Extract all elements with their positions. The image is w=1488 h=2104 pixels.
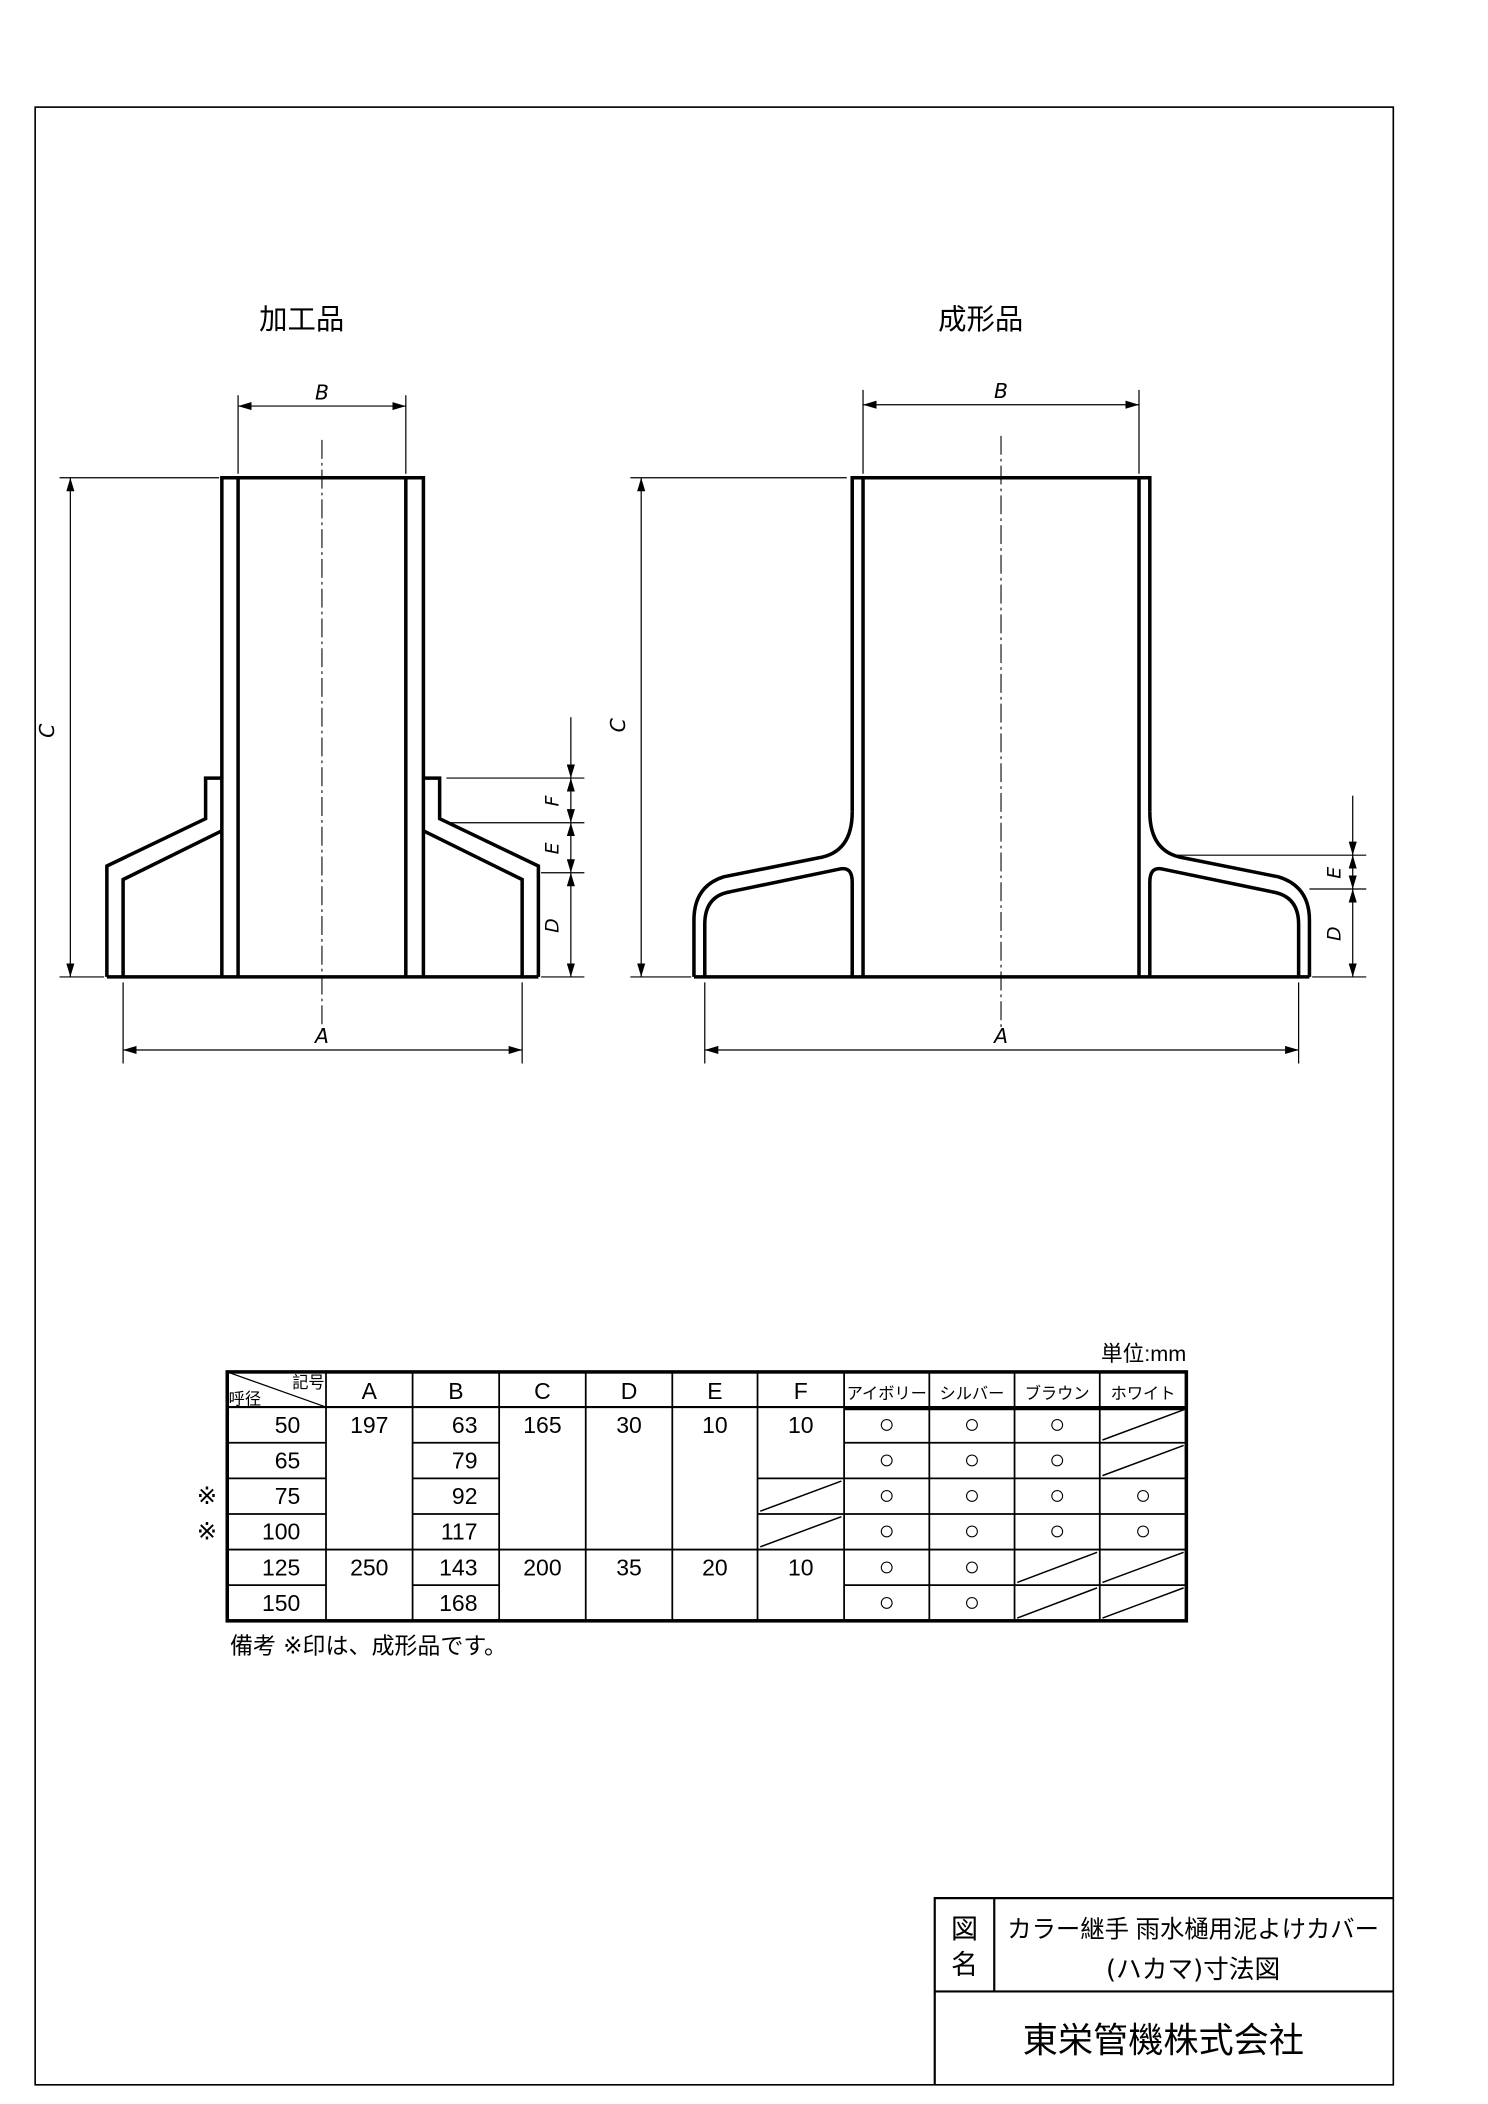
molded-product-view: 成形品 B C A E D bbox=[606, 303, 1367, 1064]
column-header: B bbox=[448, 1378, 463, 1404]
size-cell: 50 bbox=[275, 1412, 301, 1438]
column-header: C bbox=[534, 1378, 551, 1404]
availability-circle: ○ bbox=[964, 1587, 980, 1617]
sheet-border bbox=[34, 106, 1395, 2086]
drawing-title-line-1: カラー継手 雨水樋用泥よけカバー bbox=[1007, 1916, 1379, 1943]
e-cell: 20 bbox=[702, 1554, 728, 1580]
availability-circle: ○ bbox=[964, 1409, 980, 1439]
column-header: A bbox=[362, 1378, 378, 1404]
corner-symbol-label: 記号 bbox=[292, 1373, 324, 1392]
table-rule bbox=[1102, 1587, 1184, 1619]
availability-circle: ○ bbox=[879, 1551, 895, 1581]
table-rule bbox=[1102, 1444, 1184, 1477]
d-cell: 35 bbox=[616, 1554, 642, 1580]
a-cell: 250 bbox=[350, 1554, 388, 1580]
drawing-title-line-2: (ハカマ)寸法図 bbox=[1106, 1955, 1280, 1985]
d-cell: 30 bbox=[616, 1412, 642, 1438]
availability-circle: ○ bbox=[879, 1444, 895, 1474]
column-header: D bbox=[621, 1378, 638, 1404]
size-cell: 75 bbox=[275, 1483, 301, 1509]
flange-right bbox=[1148, 811, 1312, 977]
size-cell: 150 bbox=[262, 1590, 300, 1616]
f-cell: 10 bbox=[788, 1554, 814, 1580]
availability-circle: ○ bbox=[1049, 1480, 1065, 1510]
drawing-name-label-2: 名 bbox=[951, 1950, 978, 1981]
processed-product-view: 加工品 B C A F E D bbox=[35, 303, 585, 1064]
availability-circle: ○ bbox=[964, 1480, 980, 1510]
b-cell: 143 bbox=[439, 1554, 477, 1580]
b-cell: 79 bbox=[452, 1447, 478, 1473]
availability-circle: ○ bbox=[964, 1444, 980, 1474]
dim-label-d: D bbox=[1324, 926, 1346, 941]
left-view-title: 加工品 bbox=[259, 303, 344, 336]
availability-circle: ○ bbox=[879, 1409, 895, 1439]
table-note: 備考 ※印は、成形品です。 bbox=[230, 1633, 507, 1659]
b-cell: 117 bbox=[441, 1519, 478, 1545]
table-rule bbox=[759, 1480, 842, 1512]
flange-left bbox=[692, 811, 854, 977]
availability-circle: ○ bbox=[964, 1516, 980, 1546]
flange-left bbox=[105, 776, 223, 977]
table-rule bbox=[759, 1515, 842, 1548]
f-cell: 10 bbox=[788, 1412, 814, 1438]
dim-label-a: A bbox=[992, 1024, 1008, 1048]
flange-right bbox=[422, 776, 541, 977]
pipe-outline bbox=[220, 476, 426, 977]
availability-circle: ○ bbox=[879, 1587, 895, 1617]
dim-label-f: F bbox=[542, 795, 564, 807]
column-header: シルバー bbox=[939, 1385, 1004, 1403]
dim-label-c: C bbox=[606, 717, 630, 732]
availability-circle: ○ bbox=[1135, 1480, 1151, 1510]
availability-circle: ○ bbox=[1049, 1444, 1065, 1474]
column-header: E bbox=[707, 1378, 722, 1404]
dim-label-a: A bbox=[313, 1024, 329, 1048]
availability-circle: ○ bbox=[1049, 1516, 1065, 1546]
availability-circle: ○ bbox=[879, 1516, 895, 1546]
table-rule bbox=[1102, 1409, 1184, 1441]
table-rule bbox=[1016, 1587, 1098, 1619]
molded-mark: ※ bbox=[197, 1483, 217, 1510]
a-cell: 197 bbox=[350, 1412, 388, 1438]
availability-circle: ○ bbox=[1135, 1516, 1151, 1546]
availability-circle: ○ bbox=[964, 1551, 980, 1581]
table-rule bbox=[1016, 1551, 1098, 1584]
c-cell: 165 bbox=[523, 1412, 561, 1438]
column-header: F bbox=[794, 1378, 808, 1404]
column-header: ホワイト bbox=[1111, 1385, 1176, 1403]
dim-label-c: C bbox=[35, 723, 59, 738]
size-cell: 65 bbox=[275, 1447, 301, 1473]
dimension-table: 単位:mm 記号 呼径 備考 ※印は、成形品です。 A B C D E F アイボリーシルバ… bbox=[197, 1341, 1189, 1659]
right-view-title: 成形品 bbox=[938, 303, 1023, 336]
column-header: アイボリー bbox=[847, 1385, 927, 1403]
availability-circle: ○ bbox=[1049, 1409, 1065, 1439]
dim-label-b: B bbox=[994, 379, 1008, 403]
drawing-name-label-1: 図 bbox=[951, 1915, 978, 1946]
availability-circle: ○ bbox=[879, 1480, 895, 1510]
pipe-outline bbox=[850, 476, 1152, 977]
table-border bbox=[225, 1370, 1189, 1623]
b-cell: 63 bbox=[452, 1412, 478, 1438]
unit-label: 単位:mm bbox=[1101, 1341, 1186, 1366]
table-rule bbox=[1102, 1551, 1184, 1584]
dim-label-e: E bbox=[1324, 867, 1346, 879]
molded-mark: ※ bbox=[197, 1519, 217, 1546]
corner-size-label: 呼径 bbox=[229, 1389, 261, 1408]
e-cell: 10 bbox=[702, 1412, 728, 1438]
b-cell: 168 bbox=[439, 1590, 477, 1616]
title-block: 図 名 カラー継手 雨水樋用泥よけカバー (ハカマ)寸法図 東栄管機株式会社 bbox=[933, 1897, 1394, 2085]
dim-label-d: D bbox=[542, 918, 564, 933]
size-cell: 125 bbox=[262, 1554, 300, 1580]
size-cell: 100 bbox=[262, 1519, 300, 1545]
dim-label-e: E bbox=[542, 842, 564, 854]
company-name: 東栄管機株式会社 bbox=[1023, 2020, 1304, 2061]
dim-label-b: B bbox=[315, 380, 329, 404]
column-header: ブラウン bbox=[1025, 1384, 1090, 1403]
b-cell: 92 bbox=[452, 1483, 478, 1509]
c-cell: 200 bbox=[523, 1554, 561, 1580]
